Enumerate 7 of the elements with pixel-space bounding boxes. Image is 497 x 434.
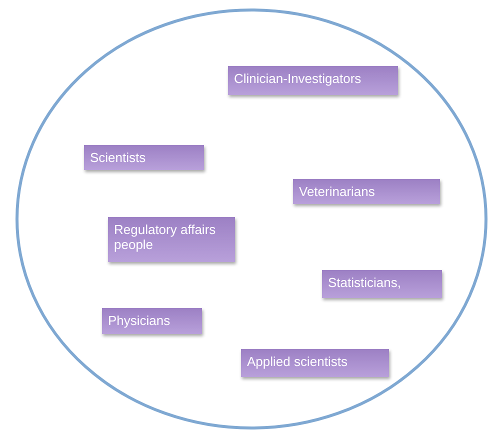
label-box: Physicians [102, 308, 202, 334]
label-box: Applied scientists [241, 349, 389, 377]
label-box: Scientists [84, 145, 204, 170]
label-box: Clinician-Investigators [228, 66, 398, 95]
label-box: Veterinarians [293, 179, 440, 204]
label-box: Statisticians, [322, 270, 442, 298]
label-box: Regulatory affairs people [108, 217, 235, 262]
